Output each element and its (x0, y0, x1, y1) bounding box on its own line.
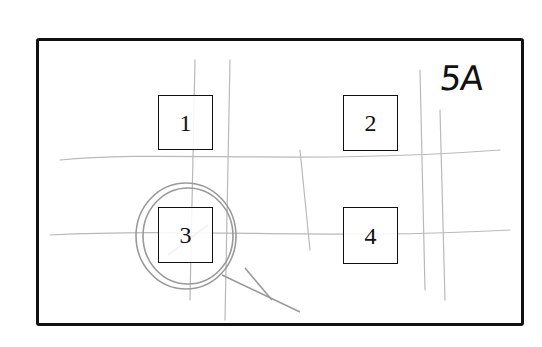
callout-box: 1 (158, 95, 213, 150)
callout-number: 2 (365, 111, 377, 135)
callout-box: 3 (158, 207, 213, 263)
callout-number: 1 (180, 111, 192, 135)
callout-box: 2 (343, 95, 398, 151)
callout-number: 4 (365, 224, 377, 248)
sheet-label: 5A (438, 61, 484, 95)
callout-number: 3 (180, 223, 192, 247)
frame-outline: 5A 1 2 3 4 (36, 38, 524, 326)
callout-box: 4 (343, 207, 398, 264)
